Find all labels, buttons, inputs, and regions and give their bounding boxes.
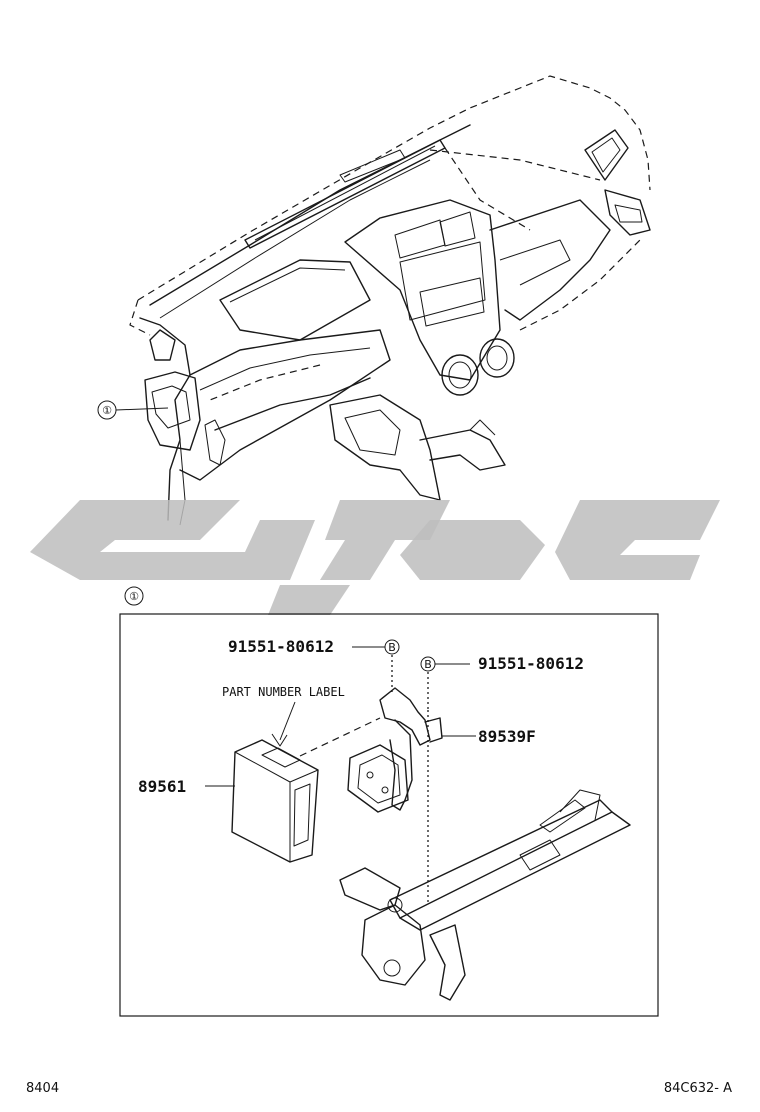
instrument-panel-illustration bbox=[129, 75, 651, 526]
part-number-label-group: PART NUMBER LABEL bbox=[222, 685, 345, 747]
ecu-part-number: 89561 bbox=[138, 777, 186, 796]
footer-left-code: 8404 bbox=[26, 1081, 59, 1096]
watermark-logo bbox=[30, 500, 720, 615]
bolt-top-label-group: 91551-80612 B bbox=[228, 637, 400, 692]
detail-callout-label: ① bbox=[129, 590, 139, 603]
part-number-label-text: PART NUMBER LABEL bbox=[222, 685, 345, 699]
bolt-top-part-number: 91551-80612 bbox=[228, 637, 334, 656]
callout-1-top: ① bbox=[97, 400, 169, 420]
detail-frame bbox=[119, 613, 659, 1017]
callout-1-top-label: ① bbox=[102, 404, 112, 417]
bracket-part-number: 89539F bbox=[478, 727, 536, 746]
bolt-top-marker-icon: B bbox=[388, 641, 396, 654]
bracket-89539F-illustration: 89539F bbox=[347, 687, 536, 813]
footer-right-code: 84C632- A bbox=[664, 1081, 732, 1096]
bolt-right-marker-icon: B bbox=[424, 658, 432, 671]
bolt-right-label-group: B 91551-80612 bbox=[420, 654, 584, 710]
bolt-right-part-number: 91551-80612 bbox=[478, 654, 584, 673]
detail-callout-marker: ① bbox=[124, 586, 144, 606]
instrument-reinforcement-illustration bbox=[339, 710, 631, 1001]
ecu-89561-illustration: 89561 bbox=[138, 717, 381, 863]
